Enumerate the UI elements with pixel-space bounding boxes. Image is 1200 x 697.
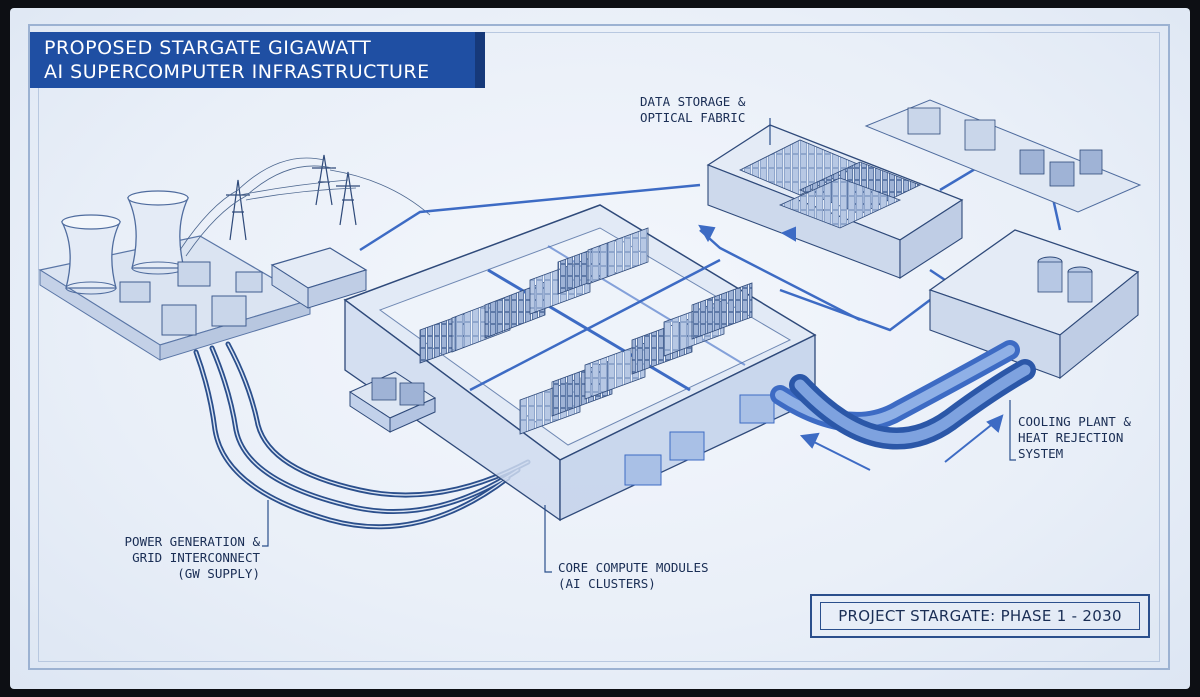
title-banner: PROPOSED STARGATE GIGAWATT AI SUPERCOMPU…	[30, 32, 485, 88]
cooling-pipes	[770, 340, 1036, 450]
transmission-towers	[226, 154, 360, 241]
utility-pad	[864, 99, 1142, 213]
phase-badge: PROJECT STARGATE: PHASE 1 - 2030	[810, 594, 1150, 638]
compute-label: CORE COMPUTE MODULES (AI CLUSTERS)	[558, 560, 709, 591]
phase-text: PROJECT STARGATE: PHASE 1 - 2030	[820, 602, 1140, 630]
cooling-tower-right	[126, 190, 190, 275]
server-racks	[419, 227, 753, 435]
power-lines	[179, 157, 431, 257]
storage-label: DATA STORAGE & OPTICAL FABRIC	[640, 94, 746, 125]
flow-arrows	[698, 224, 1004, 471]
outer-frame	[28, 24, 1170, 670]
callout-lines	[262, 118, 1016, 573]
inner-frame	[38, 32, 1160, 662]
coolant-tanks	[624, 394, 775, 486]
cooling-label: COOLING PLANT & HEAT REJECTION SYSTEM	[1018, 414, 1131, 461]
transformers	[119, 261, 263, 336]
title-line-2: AI SUPERCOMPUTER INFRASTRUCTURE	[44, 61, 430, 83]
cooling-plant	[928, 229, 1140, 380]
cooling-tower-left	[60, 214, 122, 295]
title-line-1: PROPOSED STARGATE GIGAWATT	[44, 37, 372, 59]
storage-building	[706, 124, 964, 280]
power-plant	[38, 154, 431, 361]
compute-building	[343, 204, 817, 522]
substation	[270, 247, 368, 309]
power-label: POWER GENERATION & GRID INTERCONNECT (GW…	[124, 534, 260, 581]
